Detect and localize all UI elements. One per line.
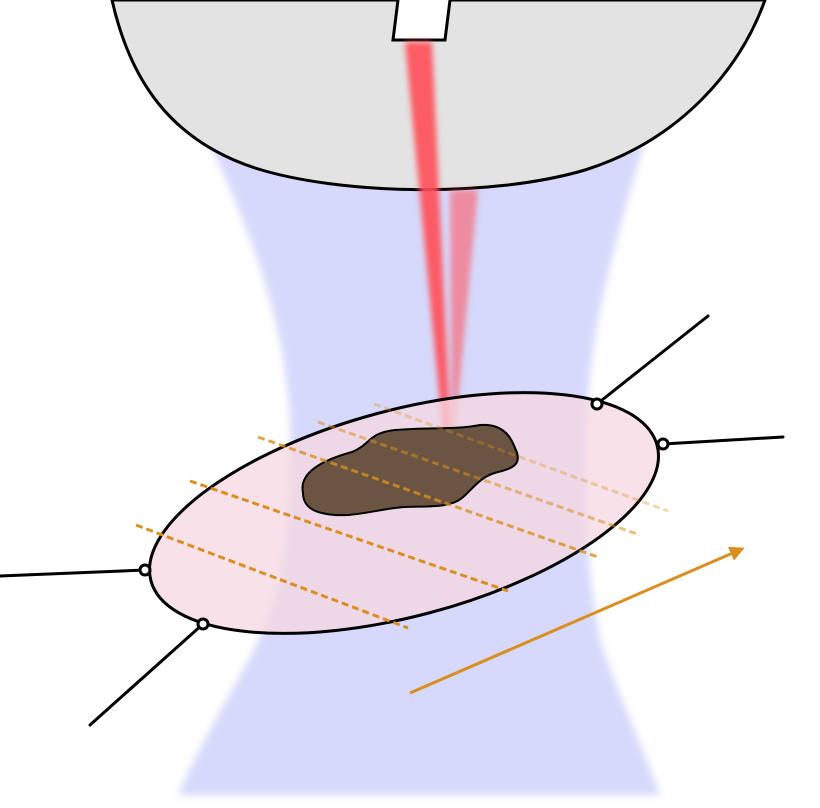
scan-line-1 bbox=[135, 523, 409, 630]
clamp-left bbox=[0, 563, 152, 578]
scan-line-3 bbox=[257, 435, 599, 559]
scan-line-2 bbox=[189, 479, 509, 593]
clamp-right bbox=[656, 435, 785, 451]
scan-line-5 bbox=[373, 402, 669, 513]
scan-line-4 bbox=[317, 420, 641, 537]
clamp-top-right bbox=[590, 314, 710, 411]
dark-particle bbox=[301, 423, 519, 517]
clamps bbox=[0, 314, 785, 727]
scan-lines bbox=[135, 402, 669, 630]
clamp-bottom-left bbox=[88, 617, 210, 727]
aperture-slot bbox=[391, 0, 452, 42]
motion-arrow-icon bbox=[409, 546, 745, 695]
